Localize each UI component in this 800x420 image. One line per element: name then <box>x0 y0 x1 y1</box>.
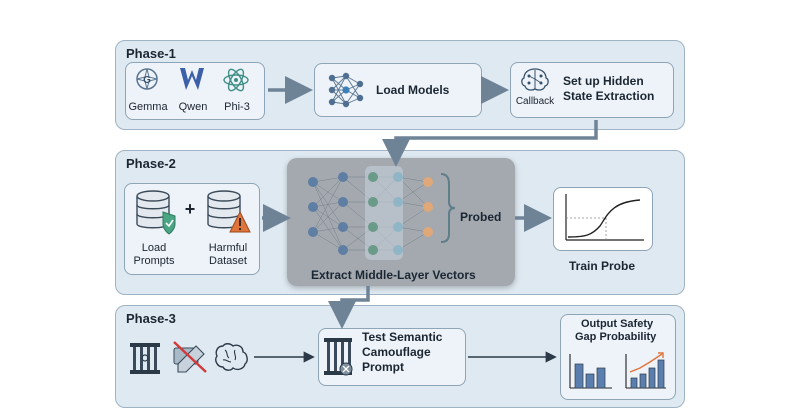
phase-3-title: Phase-3 <box>126 311 176 326</box>
harmful-dataset-line2: Dataset <box>209 255 247 267</box>
bar-chart-icon <box>569 354 612 389</box>
harmful-dataset-line1: Harmful <box>208 242 248 254</box>
sigmoid-curve-icon <box>565 194 644 241</box>
load-prompts-line1: Load <box>141 242 167 254</box>
svg-text:G: G <box>143 75 151 86</box>
load-prompts-line2: Prompts <box>133 255 175 267</box>
extract-vectors-label: Extract Middle-Layer Vectors <box>311 268 476 282</box>
jail-bars-icon <box>130 343 160 374</box>
test-camouflage-line1: Test Semantic <box>362 330 443 344</box>
qwen-icon <box>180 68 204 90</box>
caged-prompt-icon <box>324 338 353 376</box>
train-probe-label: Train Probe <box>569 259 636 273</box>
gemma-icon: G <box>136 68 158 90</box>
trend-chart-icon <box>625 352 666 389</box>
deep-network-graph <box>308 166 456 260</box>
database-check-icon <box>136 190 176 235</box>
phase-1-title: Phase-1 <box>126 46 176 61</box>
setup-extraction-line1: Set up Hidden <box>563 74 644 88</box>
phase-2-title: Phase-2 <box>126 156 176 171</box>
brain-circuit-icon <box>521 68 549 91</box>
load-models-label: Load Models <box>376 83 450 97</box>
database-warning-icon <box>207 190 251 233</box>
test-camouflage-line3: Prompt <box>362 360 404 374</box>
brain-icon <box>215 343 248 371</box>
probed-label: Probed <box>460 210 502 224</box>
neural-network-icon <box>328 72 364 108</box>
crossed-out-tools-icon <box>173 341 207 373</box>
qwen-label: Qwen <box>178 101 208 113</box>
callback-label: Callback <box>515 96 555 107</box>
plus-sign: + <box>184 199 196 219</box>
phi-3-label: Phi-3 <box>224 101 250 113</box>
phi-3-icon <box>223 68 249 92</box>
test-camouflage-line2: Camouflage <box>362 345 431 359</box>
gemma-label: Gemma <box>128 101 168 113</box>
output-safety-line2: Gap Probability <box>575 331 657 343</box>
setup-extraction-line2: State Extraction <box>563 89 655 103</box>
output-safety-line1: Output Safety <box>581 318 654 330</box>
